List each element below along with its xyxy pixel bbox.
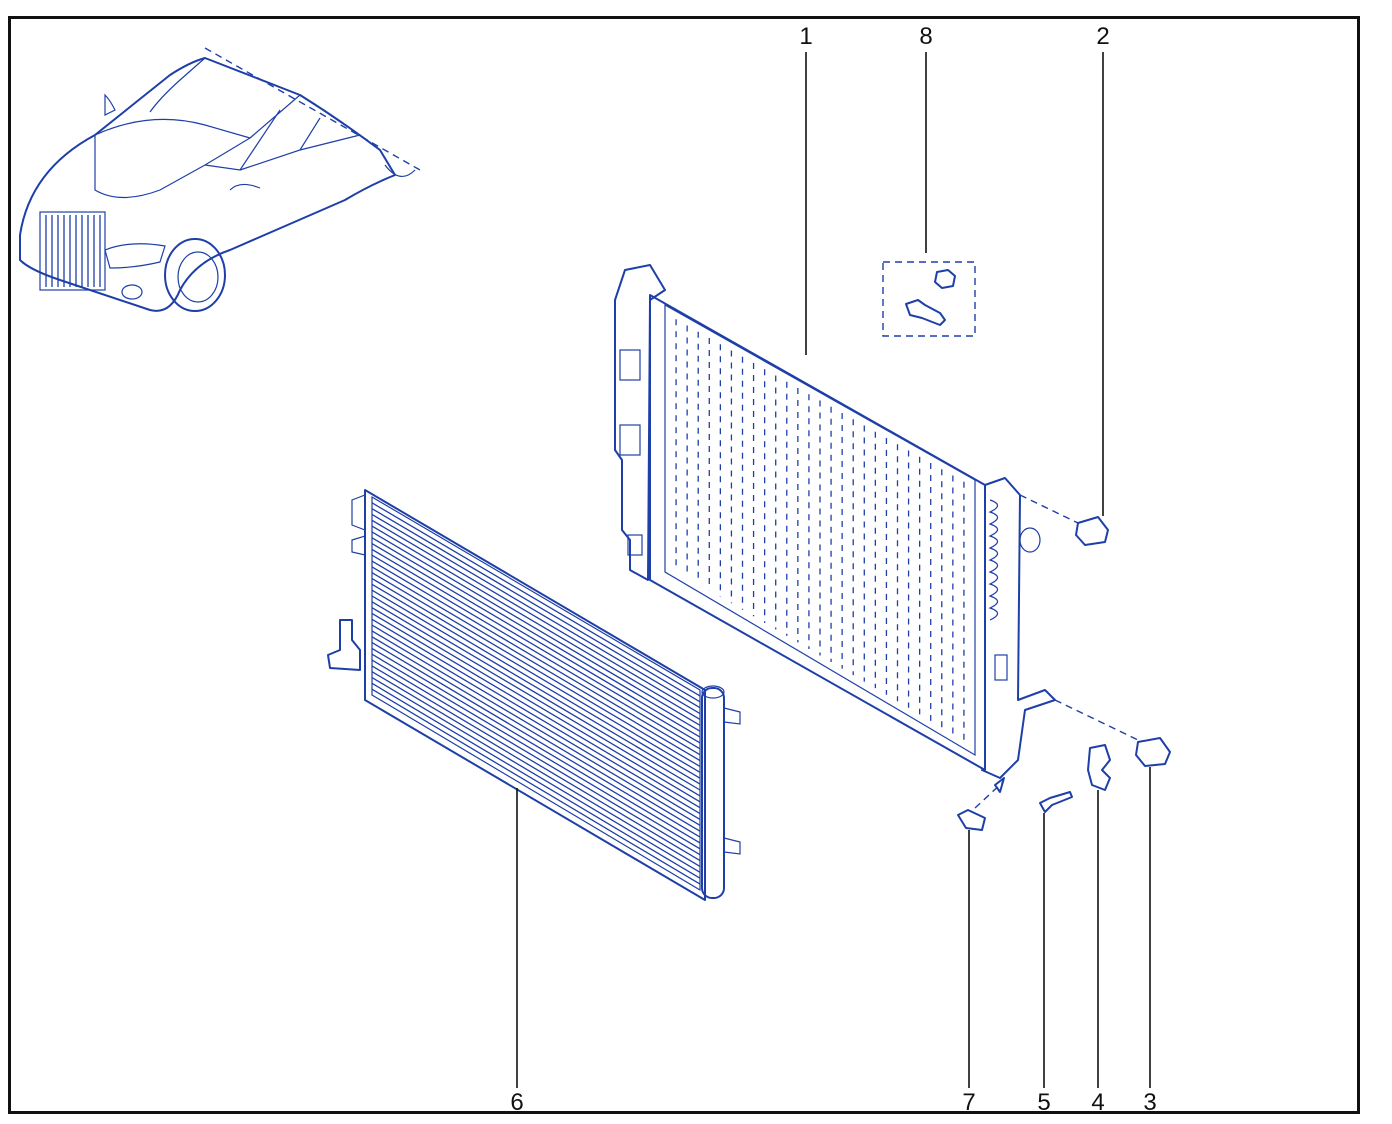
condenser-tube <box>371 601 701 797</box>
callout-labels: 1 2 3 4 5 6 7 8 <box>510 23 1156 1116</box>
condenser-tube <box>371 682 701 879</box>
condenser-tube <box>371 502 701 697</box>
callout-5: 5 <box>1037 1089 1050 1116</box>
condenser-tube <box>371 513 701 709</box>
condenser-tube <box>371 508 701 703</box>
callout-leaders <box>516 52 1151 1088</box>
condenser-tube <box>371 665 701 862</box>
callout-7: 7 <box>962 1089 975 1116</box>
radiator-part-1 <box>614 264 1056 779</box>
upper-mount-part-2 <box>1019 494 1109 546</box>
callout-1: 1 <box>799 23 812 50</box>
condenser-tube <box>371 636 701 832</box>
bolt-part-5 <box>1039 791 1073 813</box>
condenser-tube <box>371 688 701 885</box>
condenser-tube <box>371 612 701 809</box>
lower-mount-part-3 <box>1054 699 1171 767</box>
condenser-tube <box>371 572 701 768</box>
condenser-fins <box>371 502 701 885</box>
condenser-tube <box>371 519 701 715</box>
vehicle-locator-illustration <box>19 47 421 312</box>
condenser-tube <box>371 595 701 791</box>
callout-3: 3 <box>1143 1089 1156 1116</box>
radiator-fins <box>675 319 965 741</box>
condenser-tube <box>371 566 701 762</box>
condenser-tube <box>371 618 701 815</box>
clip-part-7 <box>957 777 1005 831</box>
condenser-tube <box>371 543 701 738</box>
fastener-kit-part-8 <box>882 261 976 337</box>
condenser-tube <box>371 583 701 779</box>
condenser-tube <box>371 676 701 873</box>
condenser-tube <box>371 630 701 826</box>
car-grille <box>45 215 101 287</box>
condenser-tube <box>371 560 701 756</box>
callout-2: 2 <box>1096 23 1109 50</box>
bracket-part-4 <box>1087 744 1111 791</box>
condenser-part-6 <box>327 489 741 901</box>
condenser-tube <box>371 659 701 856</box>
condenser-tube <box>371 642 701 838</box>
condenser-tube <box>371 531 701 726</box>
condenser-tube <box>371 548 701 744</box>
condenser-tube <box>371 671 701 868</box>
condenser-tube <box>371 653 701 850</box>
condenser-tube <box>371 537 701 732</box>
callout-4: 4 <box>1091 1089 1104 1116</box>
condenser-tube <box>371 589 701 785</box>
diagram-frame <box>8 16 1360 1114</box>
radiator-hose-spring <box>988 499 999 621</box>
condenser-tube <box>371 624 701 820</box>
condenser-tube <box>371 554 701 750</box>
condenser-tube <box>371 647 701 844</box>
callout-8: 8 <box>919 23 932 50</box>
callout-6: 6 <box>510 1089 523 1116</box>
condenser-tube <box>371 607 701 803</box>
condenser-tube <box>371 525 701 720</box>
condenser-tube <box>371 577 701 773</box>
